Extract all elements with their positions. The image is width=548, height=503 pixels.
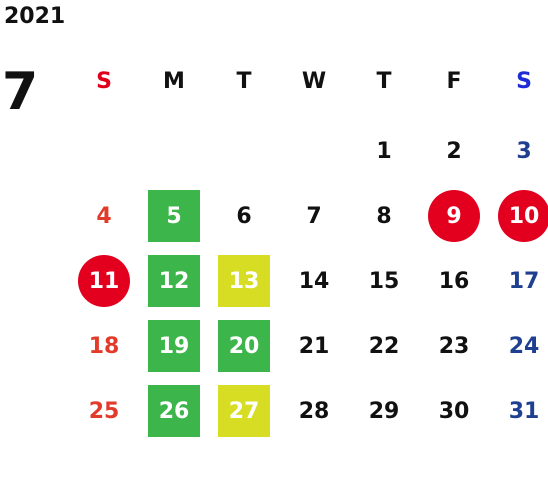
day-cell: 21	[298, 333, 330, 359]
weekday-header-fri: F	[446, 68, 462, 94]
day-cell: 15	[368, 268, 400, 294]
day-cell: 29	[368, 398, 400, 424]
highlighted-day-cell: 20	[218, 320, 270, 372]
day-cell: 14	[298, 268, 330, 294]
day-cell: 2	[446, 138, 462, 164]
highlighted-day-cell: 19	[148, 320, 200, 372]
weekday-header-thu: T	[376, 68, 392, 94]
weekday-header-sun: S	[96, 68, 112, 94]
highlighted-day-cell: 12	[148, 255, 200, 307]
day-cell: 18	[88, 333, 120, 359]
highlighted-day-cell: 9	[428, 190, 480, 242]
highlighted-day-cell: 10	[498, 190, 548, 242]
weekday-header-wed: W	[301, 68, 327, 94]
highlighted-day-cell: 27	[218, 385, 270, 437]
day-cell	[78, 125, 130, 177]
day-cell: 17	[508, 268, 540, 294]
day-cell	[288, 125, 340, 177]
year-label: 2021	[4, 4, 66, 29]
highlighted-day-cell: 11	[78, 255, 130, 307]
day-cell: 1	[376, 138, 392, 164]
day-cell: 8	[376, 203, 392, 229]
day-cell: 16	[438, 268, 470, 294]
day-cell: 3	[516, 138, 532, 164]
day-cell: 7	[306, 203, 322, 229]
day-cell: 31	[508, 398, 540, 424]
weekday-header-mon: M	[163, 68, 185, 94]
highlighted-day-cell: 5	[148, 190, 200, 242]
weekday-header-tue: T	[236, 68, 252, 94]
highlighted-day-cell: 26	[148, 385, 200, 437]
day-cell: 4	[96, 203, 112, 229]
highlighted-day-cell: 13	[218, 255, 270, 307]
day-cell	[218, 125, 270, 177]
day-cell: 23	[438, 333, 470, 359]
day-cell	[148, 125, 200, 177]
day-cell: 22	[368, 333, 400, 359]
day-cell: 24	[508, 333, 540, 359]
day-cell: 30	[438, 398, 470, 424]
weekday-header-sat: S	[516, 68, 532, 94]
day-cell: 28	[298, 398, 330, 424]
day-cell: 25	[88, 398, 120, 424]
day-cell: 6	[236, 203, 252, 229]
month-number: 7	[2, 62, 39, 122]
